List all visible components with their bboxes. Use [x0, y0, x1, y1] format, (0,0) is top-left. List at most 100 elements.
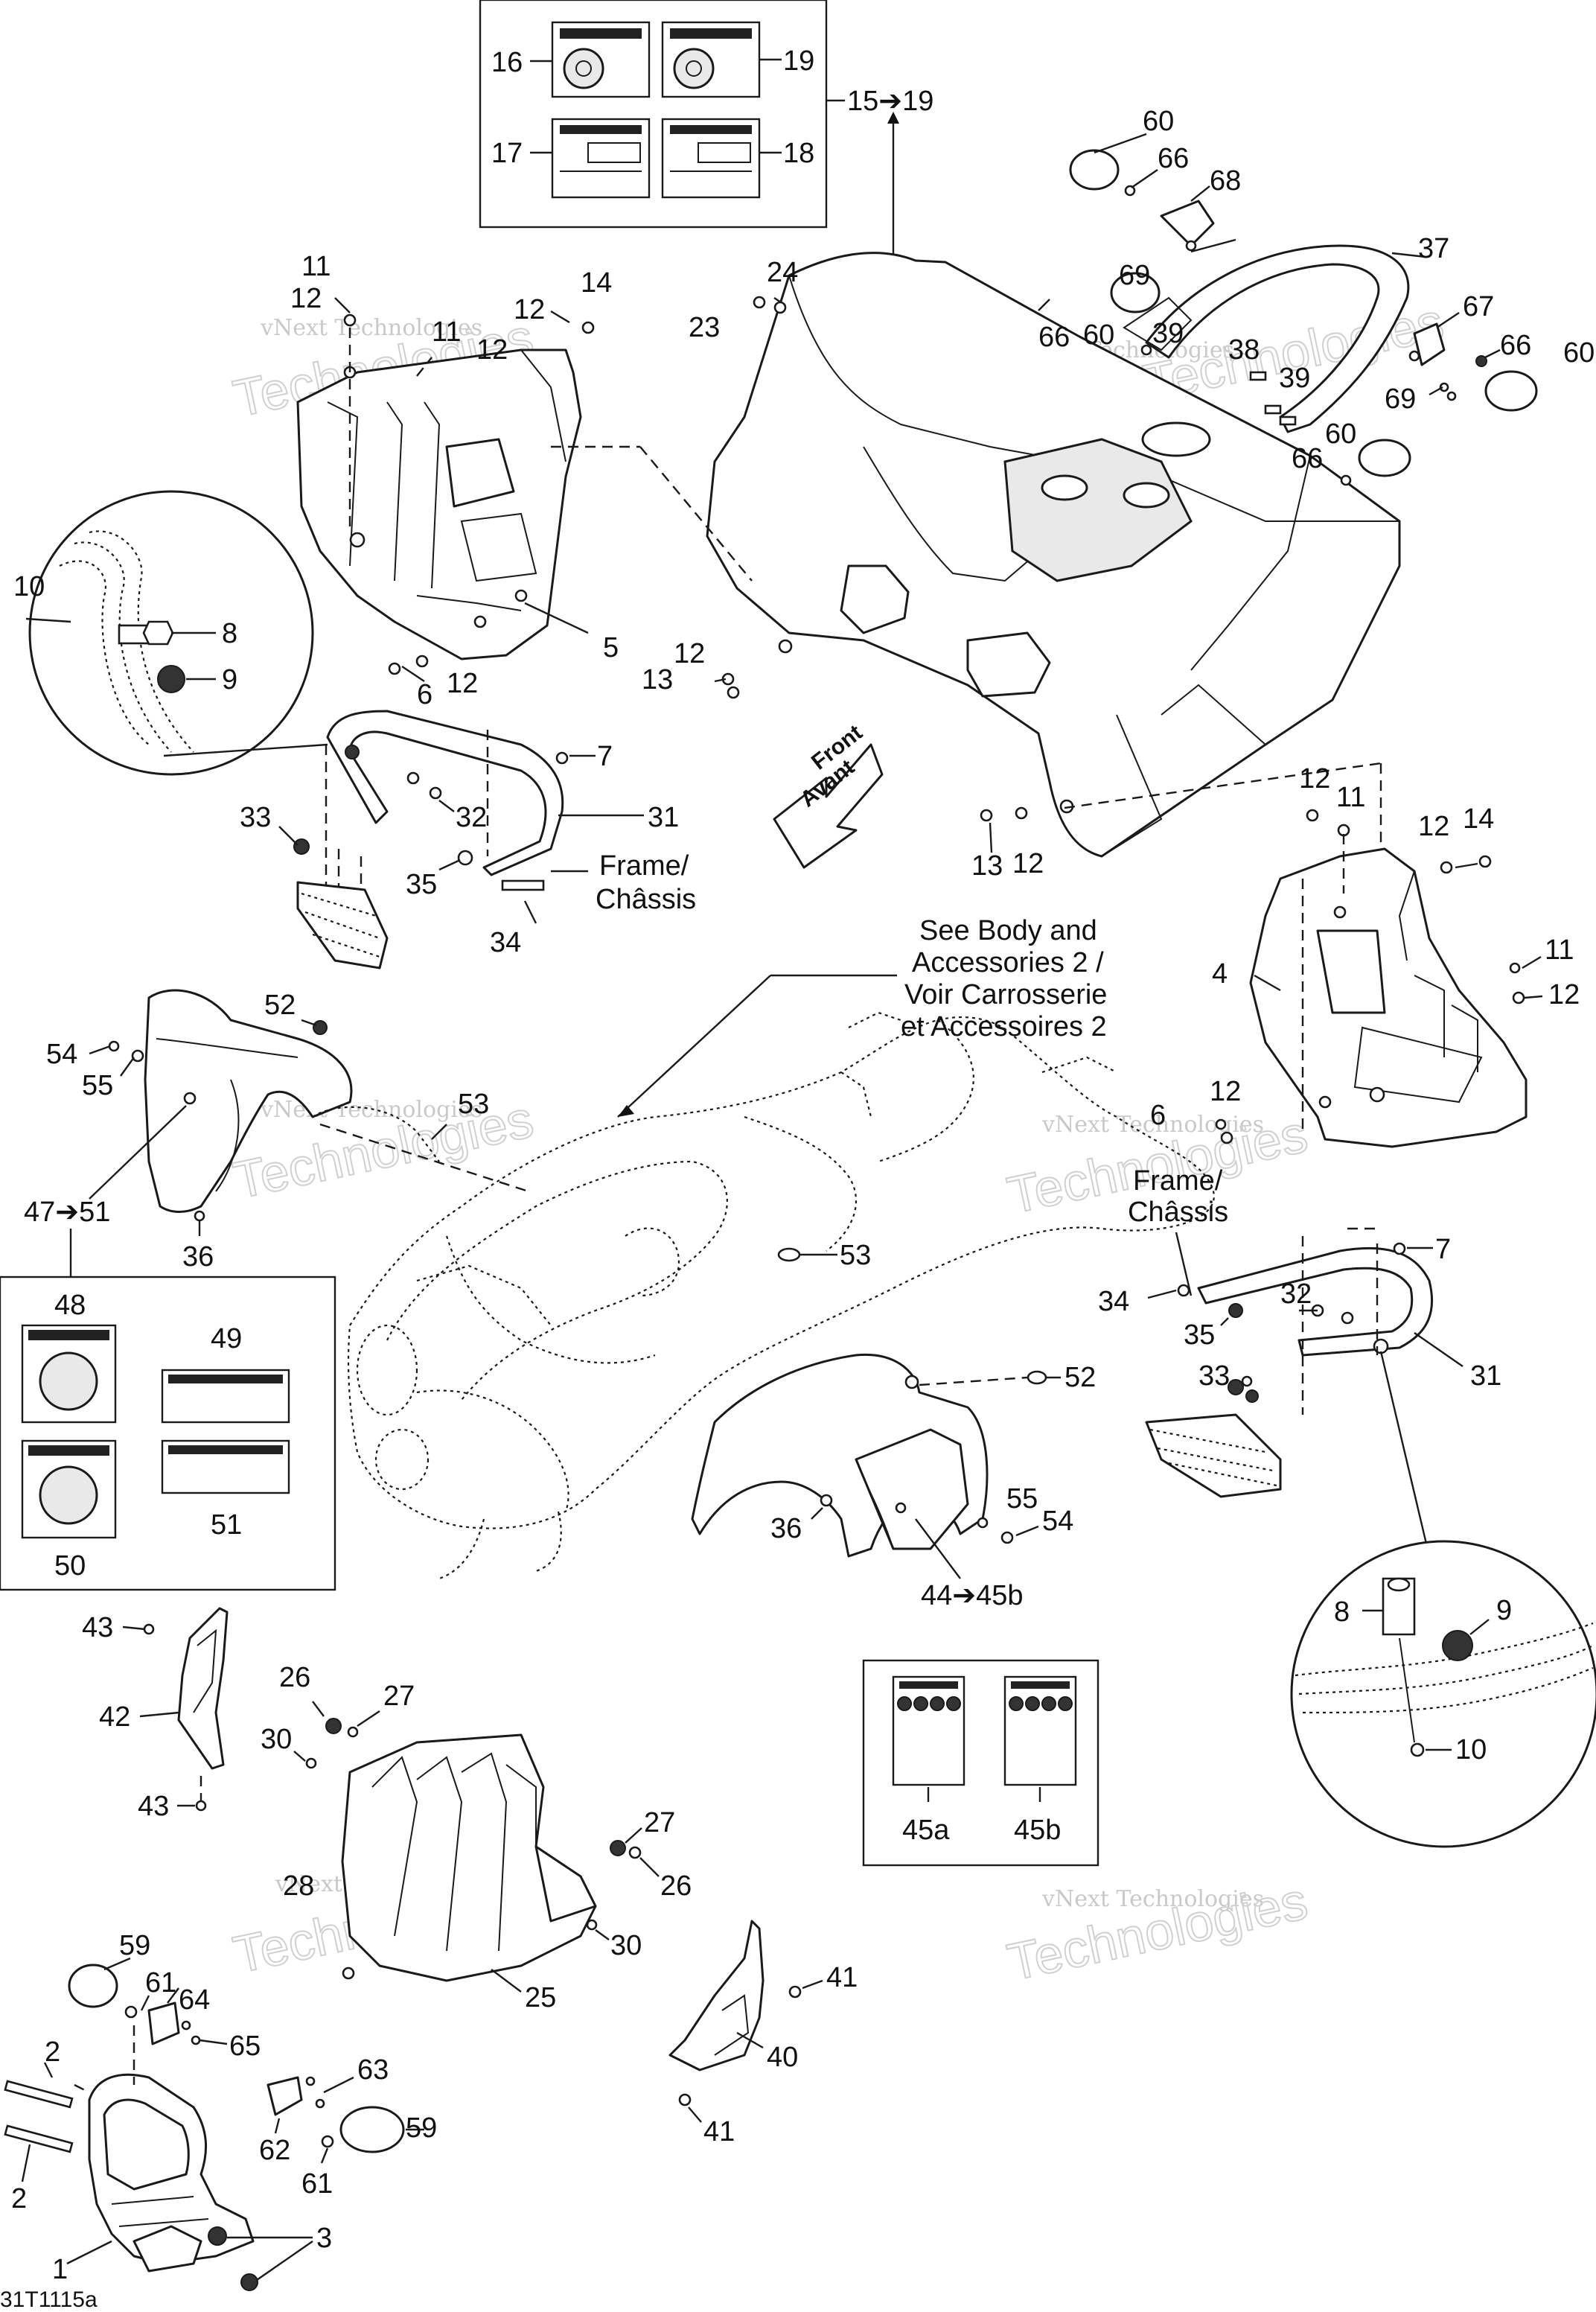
callout-12-e: 12 [674, 638, 705, 669]
callout-61-b: 61 [301, 2168, 333, 2200]
callout-6-b: 6 [1150, 1100, 1166, 1131]
callouts-rear-fender-bolts: 12 13 13 12 [642, 638, 1382, 882]
callout-35-b: 35 [1184, 1319, 1215, 1351]
callout-60-c: 60 [1083, 319, 1114, 351]
bracket-42-shape [177, 1607, 229, 1770]
detail-circle-right-frame [1290, 1540, 1596, 1848]
callout-12-b: 12 [476, 334, 508, 366]
rear-footrest-left [840, 564, 910, 634]
callout-12-g: 12 [1418, 811, 1449, 842]
callout-55-b: 55 [1006, 1483, 1038, 1515]
callout-12-d: 12 [447, 668, 478, 699]
callout-68: 68 [1210, 165, 1241, 197]
callout-17: 17 [491, 138, 523, 169]
decal-kit-47-51: 48 49 50 51 [0, 1229, 336, 1591]
callout-12-c: 12 [514, 294, 545, 325]
callout-3: 3 [316, 2223, 332, 2254]
callout-66-b: 66 [1500, 330, 1531, 361]
callout-52-b: 52 [1064, 1362, 1096, 1393]
callout-27-b: 27 [644, 1807, 675, 1838]
callout-54-b: 54 [1042, 1506, 1073, 1537]
callout-30-a: 30 [261, 1724, 292, 1755]
watermark-small-1: vNext Technologies [260, 315, 482, 341]
callout-34-a: 34 [490, 927, 521, 958]
front-fascia-25: 26 27 30 27 26 28 30 25 [261, 1662, 692, 2013]
diagram-code: 31T1115a [0, 2287, 98, 2312]
callout-10-a: 10 [13, 571, 45, 602]
callout-37: 37 [1418, 233, 1449, 264]
footwell-right-shell [1249, 847, 1528, 1148]
callout-41-a: 41 [826, 1962, 858, 1993]
front-fender-left-shell [144, 989, 353, 1213]
callout-32-a: 32 [456, 802, 487, 833]
callout-11-c: 11 [1336, 782, 1365, 813]
note-see-body-2: Accessories 2 / [912, 947, 1104, 978]
callout-16: 16 [491, 47, 523, 78]
callout-13-a: 13 [642, 664, 673, 695]
decal-box-15-19 [479, 0, 828, 229]
front-body-frame: See Body and Accessories 2 / Voir Carros… [347, 915, 1215, 1580]
callout-43-b: 43 [138, 1791, 169, 1822]
callout-7-b: 7 [1435, 1234, 1451, 1265]
callout-31-b: 31 [1470, 1360, 1501, 1392]
note-frame-left-1: Frame/ [599, 850, 689, 882]
note-frame-right-2: Châssis [1128, 1197, 1228, 1228]
callout-39-a: 39 [1152, 318, 1184, 349]
callout-2-a: 2 [45, 2036, 60, 2068]
nut-9-right [1442, 1630, 1473, 1661]
callout-63: 63 [357, 2054, 389, 2086]
callout-40: 40 [767, 2042, 798, 2073]
cap-60-a [1069, 149, 1120, 191]
callout-54-a: 54 [46, 1039, 77, 1070]
callout-33-a: 33 [240, 802, 271, 833]
callout-2-b: 2 [11, 2183, 27, 2214]
detail-circle-right: 8 9 10 [1290, 1540, 1596, 1848]
callout-13-b: 13 [971, 850, 1003, 882]
skid-plate [133, 2225, 202, 2273]
callout-33-b: 33 [1198, 1360, 1230, 1392]
note-frame-left-2: Châssis [596, 884, 696, 915]
callouts-rear-rack: 60 66 68 69 37 67 66 60 69 24 23 66 60 3… [689, 106, 1595, 474]
callout-64: 64 [179, 1984, 210, 2016]
callout-27-a: 27 [383, 1681, 415, 1712]
note-frame-right-1: Frame/ [1133, 1165, 1223, 1197]
nut-9-left [157, 665, 185, 693]
callout-14-a: 14 [581, 267, 612, 299]
callout-69-b: 69 [1385, 383, 1416, 415]
rear-fender-body [706, 252, 1401, 858]
callout-41-b: 41 [703, 2116, 735, 2147]
footrest-bar-left-31: 7 33 32 31 35 34 Frame/ Châssis [240, 710, 696, 969]
callout-36-a: 36 [182, 1241, 214, 1273]
cap-59-a [68, 1964, 118, 2008]
cap-59-b [339, 2106, 405, 2153]
front-direction-arrow: Front Avant [773, 720, 884, 869]
front-bumper-1: 2 2 1 3 [4, 2036, 332, 2291]
decal-kit-44-45b: 45a 45b [862, 1659, 1099, 1867]
footwell-right-pad [1316, 929, 1386, 1014]
callout-25: 25 [525, 1982, 556, 2013]
footwell-left-shell [296, 348, 582, 660]
callout-15-19: 15➔19 [847, 86, 933, 117]
bracket-40-shape [668, 1920, 765, 2071]
rear-rack-37 [1123, 185, 1487, 433]
callout-24: 24 [767, 257, 798, 288]
callout-12-h: 12 [1012, 848, 1044, 879]
front-fascia-shell [341, 1733, 597, 1982]
rear-rack-tube [1145, 244, 1410, 433]
callout-65: 65 [229, 2031, 261, 2062]
callout-34-b: 34 [1098, 1286, 1129, 1317]
callout-12-j: 12 [1210, 1076, 1241, 1107]
callout-12-i: 12 [1548, 979, 1580, 1010]
callout-19: 19 [783, 45, 814, 77]
callout-44-45b: 44➔45b [921, 1580, 1024, 1611]
bumper-accessories: 59 61 64 65 63 62 61 59 [68, 1930, 437, 2200]
callout-61-a: 61 [145, 1967, 176, 1999]
rack-bracket-68 [1160, 200, 1215, 247]
callout-60-b: 60 [1563, 337, 1595, 369]
callout-26-a: 26 [279, 1662, 310, 1693]
callouts-left-footwell: 11 12 11 12 12 14 5 6 12 [290, 251, 753, 710]
watermark-small-6: vNext Technologies [1041, 1886, 1264, 1912]
callout-66-c: 66 [1038, 322, 1070, 353]
callout-66-a: 66 [1158, 143, 1189, 174]
